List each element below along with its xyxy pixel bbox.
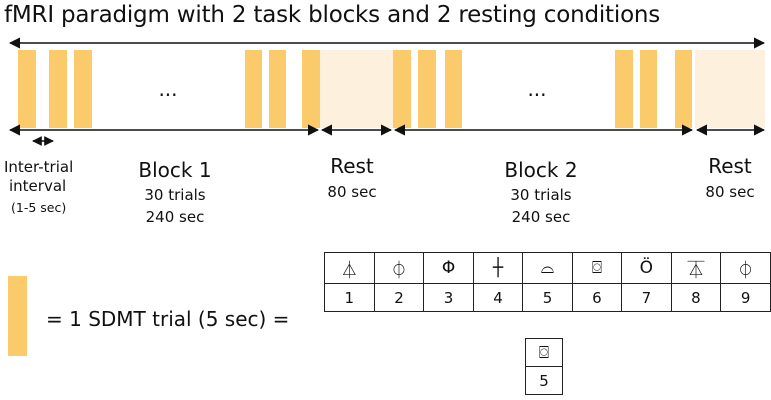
key-symbol: ⌓: [522, 252, 573, 284]
trial-legend-text: = 1 SDMT trial (5 sec) =: [46, 307, 290, 331]
key-symbol: ⏃: [324, 252, 375, 284]
trial-bar: [640, 50, 657, 128]
trial-bar: [615, 50, 633, 128]
block1-duration: 240 sec: [145, 208, 205, 226]
key-number: 6: [571, 283, 623, 312]
trial-bar: [245, 50, 262, 128]
trial-bar: [302, 50, 320, 128]
rest-period: [320, 50, 393, 128]
key-symbol-row: ⏃ ⏀ Φ ┼ ⌓ ⌼ Ö ⏄ ⏀: [324, 252, 771, 284]
rest1-title: Rest: [330, 154, 374, 178]
ellipsis: ...: [527, 77, 546, 101]
trial-bar: [393, 50, 411, 128]
trial-bar: [445, 50, 462, 128]
block1-title: Block 1: [138, 158, 212, 182]
key-symbol: ⌼: [571, 252, 623, 284]
rest-period: [695, 50, 765, 128]
page-title: fMRI paradigm with 2 task blocks and 2 r…: [4, 2, 661, 28]
key-number: 7: [621, 283, 672, 312]
sdmt-key-table: ⏃ ⏀ Φ ┼ ⌓ ⌼ Ö ⏄ ⏀ 1 2 3 4 5 6 7 8 9: [324, 252, 771, 312]
trial-bar: [49, 50, 67, 128]
key-number: 5: [522, 283, 573, 312]
trial-bar: [675, 50, 692, 128]
key-number: 2: [373, 283, 425, 312]
trial-bar: [418, 50, 436, 128]
trial-bar: [74, 50, 92, 128]
key-symbol: Ö: [621, 252, 672, 284]
sdmt-probe-table: ⌼ 5: [525, 338, 563, 395]
key-number: 9: [720, 283, 771, 312]
timeline-diagram: ... ...: [8, 37, 766, 146]
rest2-duration: 80 sec: [705, 183, 755, 201]
ellipsis: ...: [158, 77, 177, 101]
key-number: 4: [472, 283, 524, 312]
iti-label: Inter-trial: [4, 158, 74, 176]
key-symbol: ⏀: [373, 252, 425, 284]
block1-trials: 30 trials: [144, 186, 206, 204]
probe-number: 5: [525, 366, 563, 395]
probe-symbol: ⌼: [525, 338, 563, 367]
rest2-title: Rest: [708, 154, 752, 178]
key-number: 8: [670, 283, 722, 312]
block2-title: Block 2: [504, 158, 578, 182]
trial-bar: [269, 50, 286, 128]
iti-label: interval: [9, 177, 67, 195]
block2-duration: 240 sec: [511, 208, 571, 226]
key-number: 3: [423, 283, 474, 312]
key-symbol: ┼: [472, 252, 524, 284]
key-symbol: Φ: [423, 252, 474, 284]
key-number-row: 1 2 3 4 5 6 7 8 9: [324, 283, 771, 312]
trial-bar: [18, 50, 36, 128]
trial-legend-swatch: [8, 276, 27, 356]
key-symbol: ⏀: [720, 252, 771, 284]
key-number: 1: [324, 283, 375, 312]
key-symbol: ⏄: [670, 252, 722, 284]
block2-trials: 30 trials: [510, 186, 572, 204]
iti-range: (1-5 sec): [11, 200, 67, 215]
rest1-duration: 80 sec: [327, 183, 377, 201]
